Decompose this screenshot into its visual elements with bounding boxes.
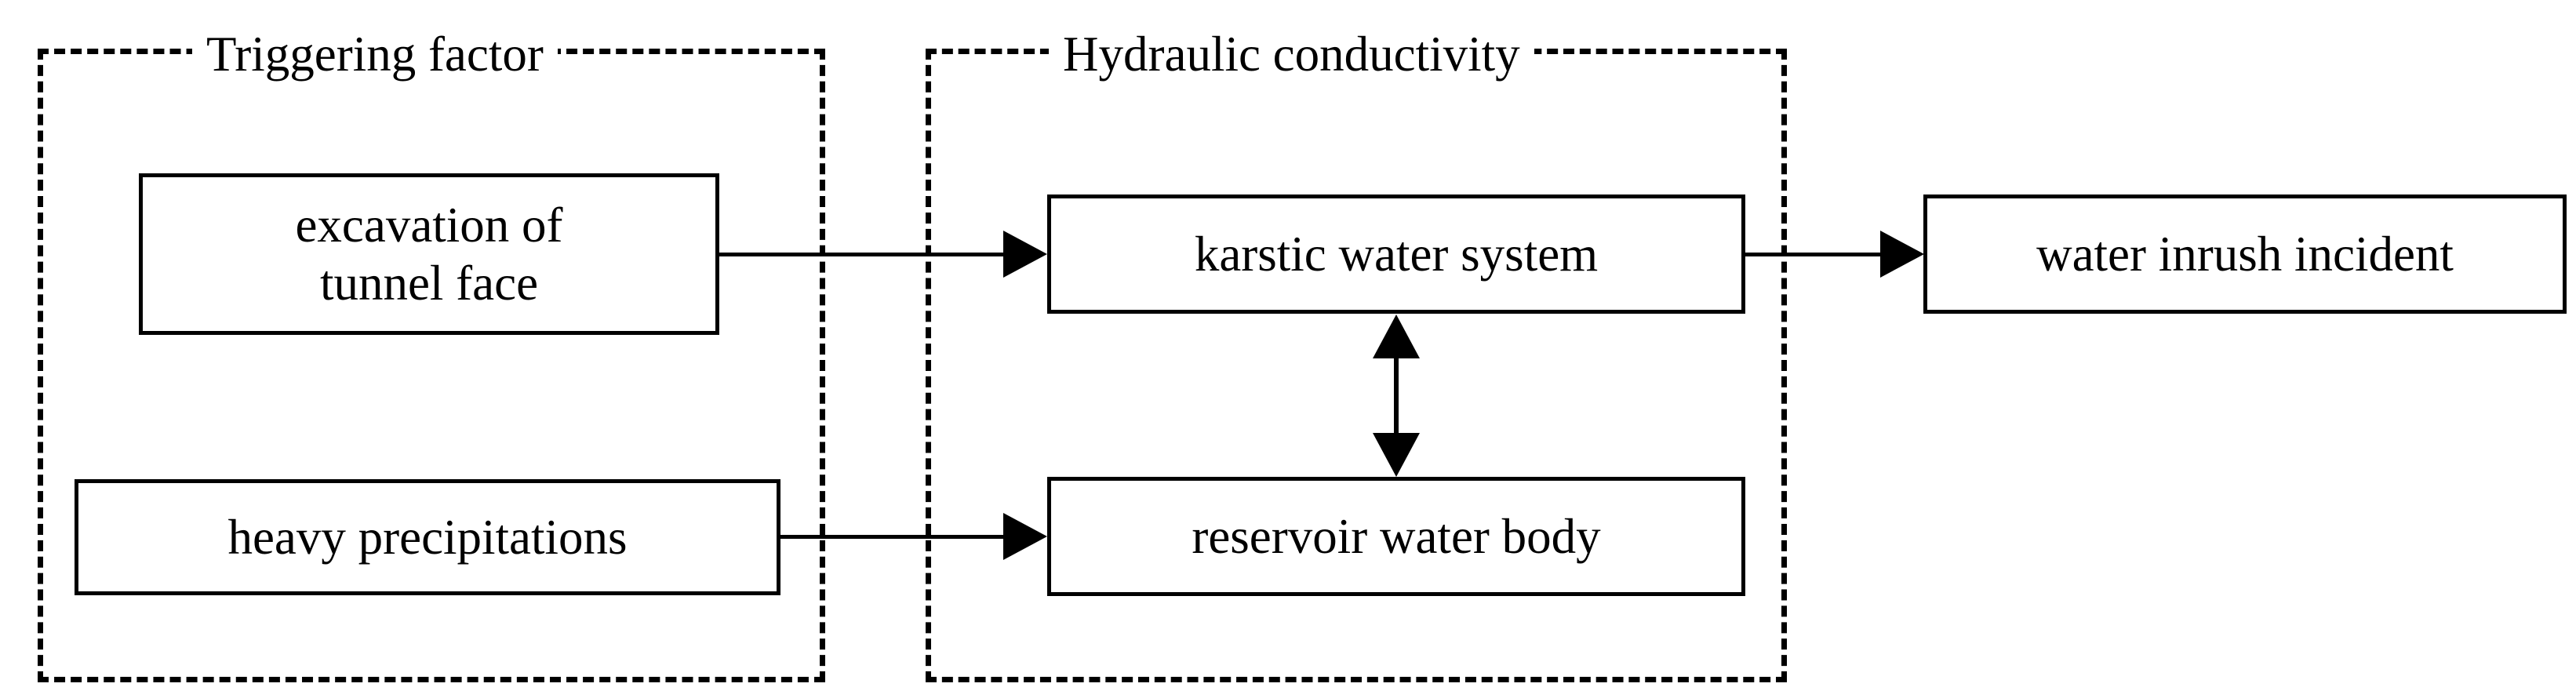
- group-hydraulic-conductivity: Hydraulic conductivity: [926, 27, 1787, 682]
- group-hydraulic-conductivity-label: Hydraulic conductivity: [1049, 27, 1534, 82]
- edge-karstic-reservoir-line: [1394, 357, 1399, 435]
- edge-precipitations-to-reservoir-line: [780, 535, 1003, 539]
- edge-excavation-to-karstic-line: [719, 253, 1003, 256]
- edge-precipitations-to-reservoir-arrowhead: [1003, 513, 1047, 560]
- edge-karstic-reservoir-arrowhead-down: [1373, 433, 1420, 477]
- node-reservoir-water-body-label: reservoir water body: [1192, 509, 1601, 564]
- edge-karstic-reservoir-arrowhead-up: [1373, 314, 1420, 358]
- group-triggering-factor: Triggering factor: [38, 27, 825, 682]
- node-water-inrush-incident[interactable]: water inrush incident: [1923, 194, 2567, 314]
- node-water-inrush-incident-label: water inrush incident: [2036, 227, 2454, 282]
- node-karstic-water-system[interactable]: karstic water system: [1047, 194, 1745, 314]
- edge-karstic-to-inrush-arrowhead: [1880, 231, 1924, 278]
- node-excavation-of-tunnel-face[interactable]: excavation of tunnel face: [139, 173, 719, 335]
- group-triggering-factor-label: Triggering factor: [192, 27, 558, 82]
- node-karstic-water-system-label: karstic water system: [1194, 227, 1599, 282]
- node-excavation-line-1: excavation of: [295, 198, 563, 253]
- node-excavation-line-2: tunnel face: [319, 256, 539, 311]
- node-reservoir-water-body[interactable]: reservoir water body: [1047, 477, 1745, 596]
- node-heavy-precipitations-label: heavy precipitations: [227, 510, 628, 565]
- node-heavy-precipitations[interactable]: heavy precipitations: [75, 479, 780, 595]
- edge-excavation-to-karstic-arrowhead: [1003, 231, 1047, 278]
- edge-karstic-to-inrush-line: [1745, 253, 1880, 256]
